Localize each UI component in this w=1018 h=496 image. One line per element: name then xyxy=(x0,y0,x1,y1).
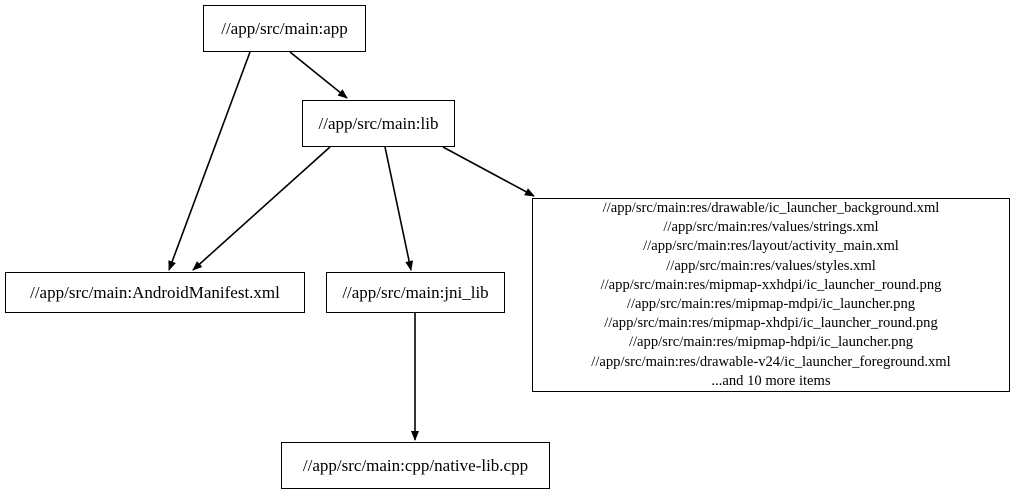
edge-app-to-lib xyxy=(289,51,348,99)
node-jni-lib[interactable]: //app/src/main:jni_lib xyxy=(326,272,505,313)
node-native-lib-cpp-label: //app/src/main:cpp/native-lib.cpp xyxy=(302,456,529,475)
edge-lib-to-jni-lib xyxy=(384,146,414,271)
node-app-label: //app/src/main:app xyxy=(221,19,348,38)
edge-lib-to-res-bundle xyxy=(442,146,535,197)
edge-lib-to-manifest xyxy=(192,146,331,271)
edge-app-to-manifest xyxy=(168,51,251,271)
node-app[interactable]: //app/src/main:app xyxy=(203,5,366,52)
node-res-bundle[interactable]: //app/src/main:res/drawable/ic_launcher_… xyxy=(532,198,1010,392)
node-android-manifest[interactable]: //app/src/main:AndroidManifest.xml xyxy=(5,272,305,313)
node-lib-label: //app/src/main:lib xyxy=(318,114,439,133)
node-res-bundle-label: //app/src/main:res/drawable/ic_launcher_… xyxy=(591,200,951,389)
node-lib[interactable]: //app/src/main:lib xyxy=(302,100,455,147)
node-android-manifest-label: //app/src/main:AndroidManifest.xml xyxy=(30,283,280,302)
node-native-lib-cpp[interactable]: //app/src/main:cpp/native-lib.cpp xyxy=(281,442,550,489)
node-jni-lib-label: //app/src/main:jni_lib xyxy=(342,283,489,302)
